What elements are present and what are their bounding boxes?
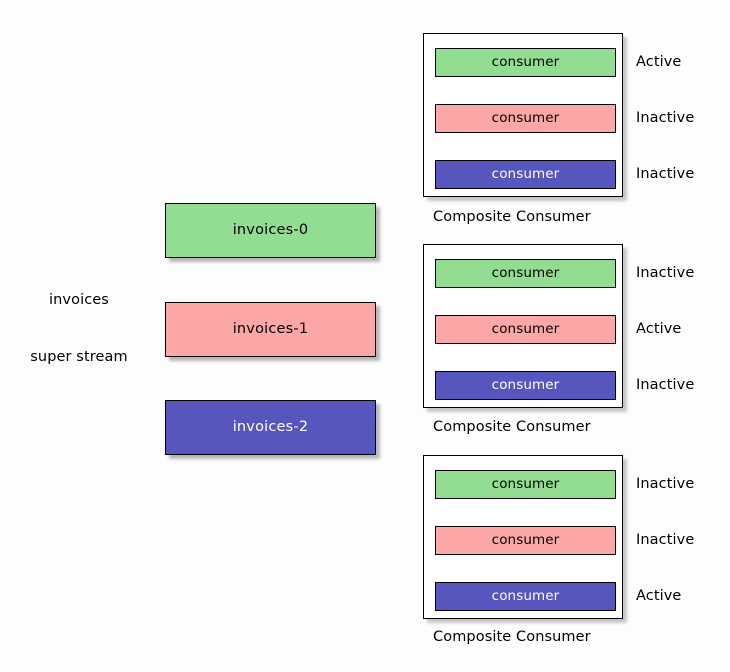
status-badge-2-3: Inactive	[636, 377, 695, 393]
super-stream-name-label: invoices	[49, 292, 109, 308]
composite-consumer-2-caption: Composite Consumer	[433, 419, 591, 435]
consumer-chip-1-1[interactable]: consumer	[435, 48, 616, 77]
stream-partition-label: invoices-2	[232, 419, 309, 436]
status-badge-1-2: Inactive	[636, 110, 695, 126]
status-badge-1-1: Active	[636, 54, 682, 70]
consumer-chip-2-1[interactable]: consumer	[435, 259, 616, 288]
consumer-label: consumer	[491, 264, 560, 281]
status-badge-3-1: Inactive	[636, 476, 695, 492]
consumer-chip-2-3[interactable]: consumer	[435, 371, 616, 400]
composite-consumer-2[interactable]: consumer consumer consumer	[423, 244, 623, 408]
consumer-label: consumer	[491, 53, 560, 70]
stream-partition-label: invoices-0	[232, 222, 309, 239]
status-badge-2-2: Active	[636, 321, 682, 337]
consumer-chip-2-2[interactable]: consumer	[435, 315, 616, 344]
super-stream-type-label: super stream	[30, 349, 128, 365]
stream-partition-label: invoices-1	[232, 321, 309, 338]
stream-partition-invoices-0[interactable]: invoices-0	[165, 203, 376, 258]
consumer-label: consumer	[491, 587, 560, 604]
consumer-chip-1-3[interactable]: consumer	[435, 160, 616, 189]
consumer-chip-3-2[interactable]: consumer	[435, 526, 616, 555]
status-badge-1-3: Inactive	[636, 166, 695, 182]
composite-consumer-1[interactable]: consumer consumer consumer	[423, 33, 623, 197]
consumer-label: consumer	[491, 320, 560, 337]
consumer-chip-1-2[interactable]: consumer	[435, 104, 616, 133]
consumer-label: consumer	[491, 109, 560, 126]
consumer-label: consumer	[491, 475, 560, 492]
consumer-label: consumer	[491, 376, 560, 393]
consumer-label: consumer	[491, 165, 560, 182]
stream-partition-invoices-1[interactable]: invoices-1	[165, 302, 376, 357]
status-badge-2-1: Inactive	[636, 265, 695, 281]
status-badge-3-3: Active	[636, 588, 682, 604]
composite-consumer-3[interactable]: consumer consumer consumer	[423, 455, 623, 619]
composite-consumer-1-caption: Composite Consumer	[433, 209, 591, 225]
consumer-label: consumer	[491, 531, 560, 548]
consumer-chip-3-3[interactable]: consumer	[435, 582, 616, 611]
composite-consumer-3-caption: Composite Consumer	[433, 629, 591, 645]
status-badge-3-2: Inactive	[636, 532, 695, 548]
consumer-chip-3-1[interactable]: consumer	[435, 470, 616, 499]
stream-partition-invoices-2[interactable]: invoices-2	[165, 400, 376, 455]
